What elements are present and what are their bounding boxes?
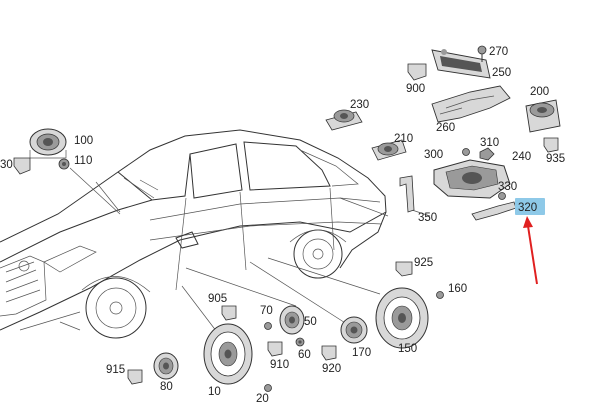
clip-part-920	[321, 345, 337, 361]
label-part-920: 920	[322, 363, 341, 375]
label-part-230: 230	[350, 99, 369, 111]
label-part-160: 160	[448, 283, 467, 295]
label-part-910: 910	[270, 359, 289, 371]
speaker-part-150	[375, 287, 429, 349]
clip-part-915	[127, 369, 143, 385]
speaker-part-230	[325, 109, 363, 131]
label-part-935: 935	[546, 153, 565, 165]
label-part-170: 170	[352, 347, 371, 359]
speaker-part-200	[525, 99, 561, 133]
label-part-330: 330	[498, 181, 517, 193]
screw-part-300	[462, 148, 470, 156]
label-part-20: 20	[256, 393, 269, 405]
leader-lines	[69, 167, 431, 337]
grommet-part-60	[295, 337, 305, 347]
label-part-60: 60	[298, 349, 311, 361]
red-arrow	[523, 216, 538, 285]
label-part-270: 270	[489, 46, 508, 58]
label-part-310: 310	[480, 137, 499, 149]
label-part-100: 100	[74, 135, 93, 147]
label-part-110: 110	[74, 155, 92, 167]
label-part-925: 925	[414, 257, 433, 269]
speaker-part-10	[203, 323, 253, 385]
cover-part-320	[471, 201, 517, 221]
screw-part-270	[477, 45, 487, 62]
highlight-box-320	[515, 198, 545, 215]
label-part-905: 905	[208, 293, 227, 305]
screw-part-160	[436, 291, 444, 299]
label-part-200: 200	[530, 86, 549, 98]
clip-part-910	[267, 341, 283, 357]
label-part-915: 915	[106, 364, 125, 376]
speaker-part-170	[340, 316, 368, 344]
label-part-10: 10	[208, 386, 221, 398]
label-part-70: 70	[260, 305, 273, 317]
screw-part-70	[264, 322, 272, 330]
speaker-part-210	[371, 139, 407, 161]
amplifier-part-250	[431, 49, 491, 79]
grommet-part-110	[58, 158, 70, 170]
nut-part-310	[479, 147, 495, 161]
label-part-250: 250	[492, 67, 511, 79]
clip-part-925	[395, 261, 413, 277]
label-part-900: 900	[406, 83, 425, 95]
subwoofer-part-240	[433, 159, 511, 199]
label-part-150: 150	[398, 343, 417, 355]
speaker-part-80	[153, 352, 179, 380]
clip-part-935	[543, 137, 559, 153]
label-part-210: 210	[394, 133, 413, 145]
clip-part-900	[407, 63, 427, 81]
bracket-part-260	[431, 85, 511, 123]
speaker-part-100	[29, 128, 67, 159]
screw-part-20	[264, 384, 272, 392]
label-part-30: 30	[0, 159, 13, 171]
clip-part-905	[221, 305, 237, 321]
label-part-260: 260	[436, 122, 455, 134]
nut-part-330	[498, 192, 506, 200]
clip-part-30	[13, 157, 31, 175]
label-part-320: 320	[518, 202, 537, 214]
part-number-labels: 100 30 110 230 210 270 250 900 200 260 3…	[0, 46, 565, 405]
label-part-80: 80	[160, 381, 173, 393]
label-part-350: 350	[418, 212, 437, 224]
label-part-50: 50	[304, 316, 317, 328]
car-illustration	[0, 129, 387, 339]
label-part-240: 240	[512, 151, 531, 163]
label-part-300: 300	[424, 149, 443, 161]
speaker-part-50	[279, 305, 305, 335]
bracket-part-350	[399, 175, 415, 213]
